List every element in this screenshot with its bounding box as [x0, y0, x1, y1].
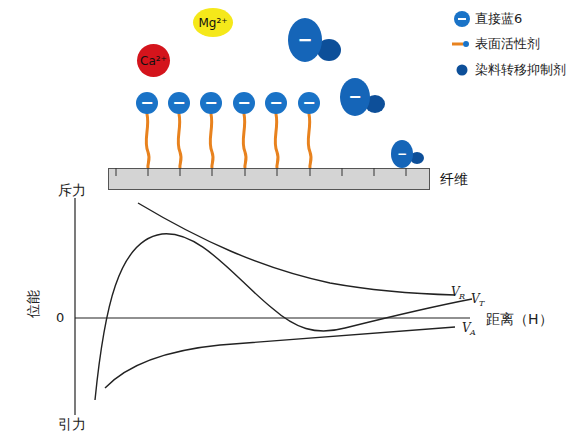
curve-label: V [451, 286, 460, 298]
surfactant-head: − [233, 92, 255, 114]
axis-label: 距离（H） [486, 312, 553, 326]
node-text: − [397, 148, 407, 160]
axis-label: 斥力 [58, 183, 86, 197]
node-text: − [140, 95, 153, 111]
curve-label: V [471, 293, 480, 305]
surfactant-head: − [168, 92, 190, 114]
axis-zero: 0 [56, 311, 64, 324]
legend-text: 表面活性剂 [475, 37, 540, 50]
surfactant-head: − [298, 92, 320, 114]
surfactant-head: − [265, 92, 287, 114]
surfactant-tails [146, 114, 311, 168]
node-text: − [237, 95, 250, 111]
surfactant-head: − [200, 92, 222, 114]
dye-molecule: − [288, 18, 322, 62]
chart-axes [75, 198, 470, 415]
fiber-shape [108, 168, 430, 190]
curve-subscript: T [479, 300, 484, 308]
node-text: Ca²⁺ [140, 55, 167, 67]
surfactant-head: − [136, 92, 158, 114]
node-text: − [172, 95, 185, 111]
fiber: 纤维 [108, 168, 430, 190]
node-text: − [269, 95, 282, 111]
node-text: − [302, 95, 315, 111]
potential-curves [95, 203, 472, 400]
magnesium-ion: Mg²⁺ [193, 8, 233, 37]
curve-label: V [462, 322, 471, 334]
node-text: − [297, 31, 312, 49]
legend-swatches [452, 11, 470, 76]
curve-subscript: R [459, 293, 465, 301]
node-text: Mg²⁺ [198, 17, 227, 29]
axis-label: 引力 [58, 417, 86, 431]
legend-text: 直接蓝6 [475, 12, 522, 25]
node-text: − [204, 95, 217, 111]
node-text: − [348, 89, 361, 105]
dye-molecule: − [391, 140, 413, 168]
legend-text: 染料转移抑制剂 [475, 63, 566, 76]
dye-molecule: − [340, 78, 370, 116]
curve-subscript: A [470, 329, 476, 337]
calcium-ion: Ca²⁺ [137, 44, 170, 77]
axis-label: 位能 [26, 290, 40, 318]
fiber-label: 纤维 [440, 172, 468, 186]
